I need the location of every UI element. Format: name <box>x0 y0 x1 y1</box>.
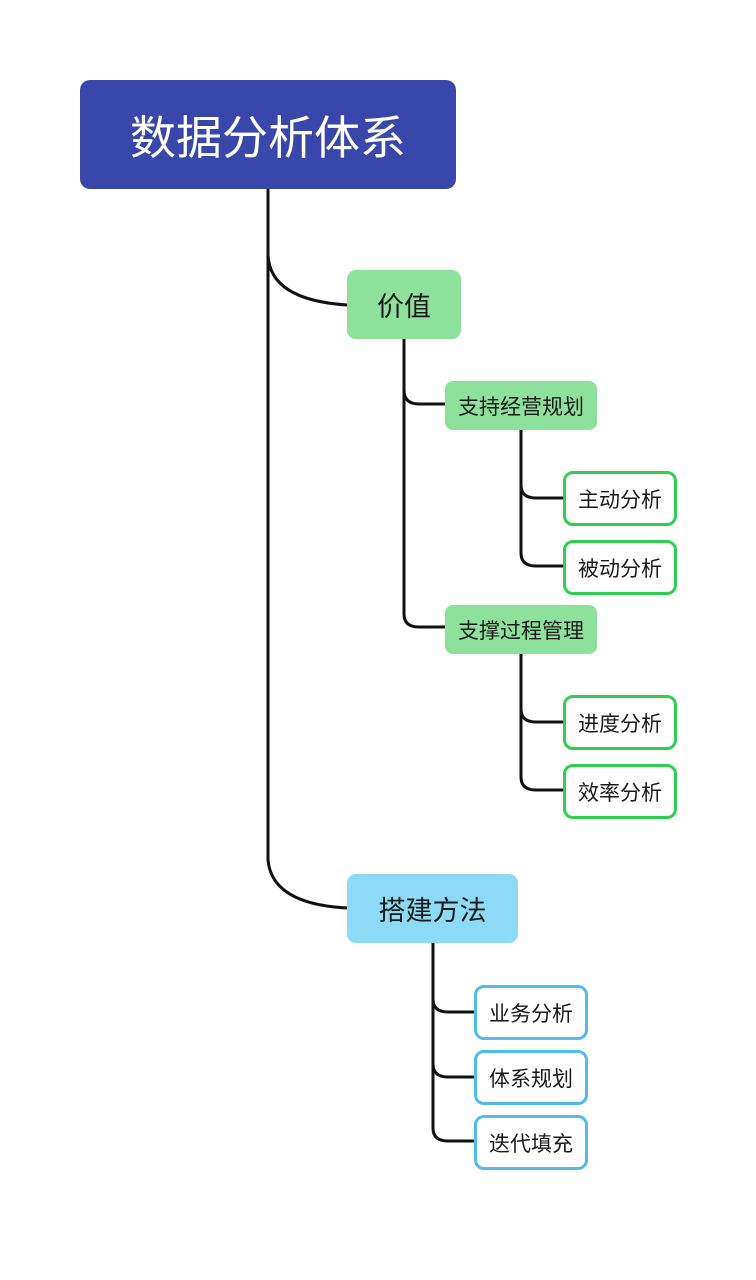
leaf-node-iterative-filling[interactable]: 迭代填充 <box>474 1115 588 1170</box>
subtopic-node-process-management[interactable]: 支撑过程管理 <box>445 605 597 654</box>
connector-value-plan <box>402 388 447 406</box>
branch-node-label: 搭建方法 <box>378 896 487 927</box>
connector-process-spine <box>519 652 565 792</box>
leaf-node-efficiency-analysis[interactable]: 效率分析 <box>563 764 677 819</box>
connector-build-biz <box>431 997 476 1014</box>
leaf-node-label: 进度分析 <box>578 711 662 736</box>
root-node[interactable]: 数据分析体系 <box>80 80 456 189</box>
connector-root-value <box>266 253 349 307</box>
connector-value-spine <box>402 337 447 629</box>
leaf-node-label: 业务分析 <box>489 1001 573 1026</box>
connector-process-progress <box>519 707 565 724</box>
leaf-node-label: 迭代填充 <box>489 1131 573 1156</box>
root-node-label: 数据分析体系 <box>130 110 406 165</box>
leaf-node-active-analysis[interactable]: 主动分析 <box>563 471 677 526</box>
connector-plan-spine <box>519 428 565 568</box>
connector-build-sys <box>431 1062 476 1079</box>
subtopic-node-label: 支撑过程管理 <box>458 618 584 643</box>
branch-node-build-method[interactable]: 搭建方法 <box>347 874 518 943</box>
branch-node-value[interactable]: 价值 <box>347 270 461 339</box>
leaf-node-business-analysis[interactable]: 业务分析 <box>474 985 588 1040</box>
leaf-node-progress-analysis[interactable]: 进度分析 <box>563 695 677 750</box>
connector-root-build <box>266 858 349 910</box>
leaf-node-label: 效率分析 <box>578 780 662 805</box>
branch-node-label: 价值 <box>377 292 431 323</box>
subtopic-node-label: 支持经营规划 <box>458 394 584 419</box>
leaf-node-label: 主动分析 <box>578 487 662 512</box>
leaf-node-system-planning[interactable]: 体系规划 <box>474 1050 588 1105</box>
subtopic-node-operation-planning[interactable]: 支持经营规划 <box>445 381 597 430</box>
leaf-node-label: 被动分析 <box>578 556 662 581</box>
leaf-node-passive-analysis[interactable]: 被动分析 <box>563 540 677 595</box>
connector-build-spine <box>431 941 476 1143</box>
leaf-node-label: 体系规划 <box>489 1066 573 1091</box>
connector-plan-active <box>519 483 565 500</box>
